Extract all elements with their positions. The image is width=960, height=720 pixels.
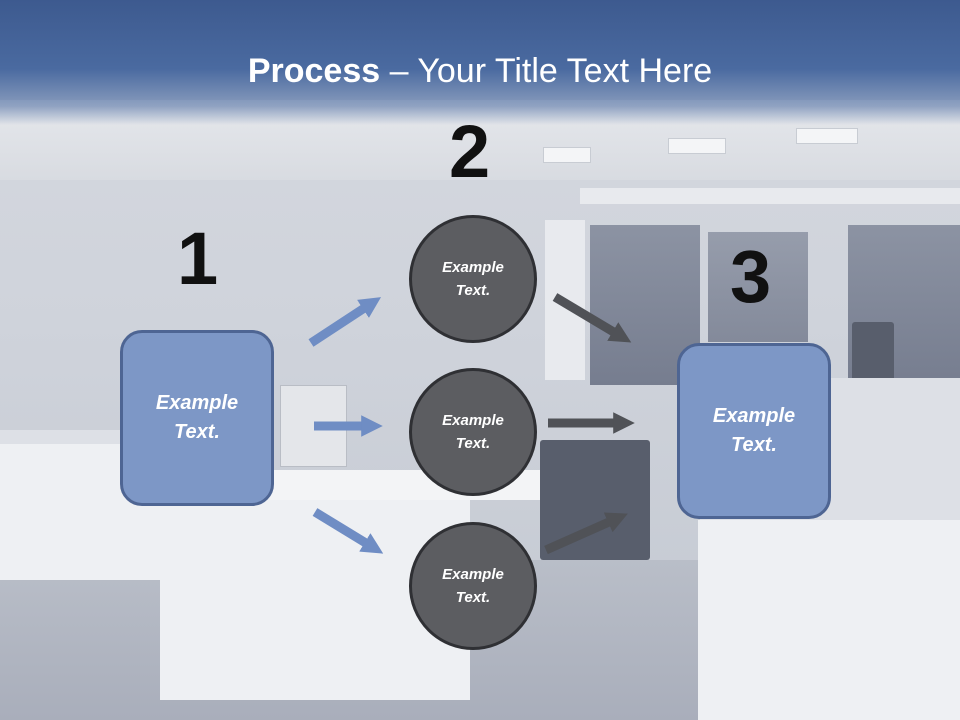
photo-beam [580,188,960,204]
step-2-node-top: Example Text. [409,215,537,343]
arrow-from-node-top [552,293,632,343]
photo-ceiling-light [543,147,591,163]
step-3-text: Example Text. [712,405,796,456]
slide-title: Process – Your Title Text Here [0,52,960,91]
arrow-to-node-top [308,297,382,347]
node-text: Example Text. [442,566,504,606]
step-1-text: Example Text. [155,392,239,443]
step-number-1: 1 [177,217,219,300]
title-rest: – Your Title Text Here [380,52,713,90]
photo-counter-right [698,520,960,720]
step-number-3: 3 [730,235,772,318]
arrow-to-node-bottom [312,508,384,554]
step-3-box: Example Text. [677,343,831,519]
node-text: Example Text. [442,259,504,299]
step-number-2: 2 [449,110,491,193]
node-text: Example Text. [442,412,504,452]
photo-ceiling-light [796,128,858,144]
title-bold: Process [247,52,381,90]
arrow-from-node-bottom [544,512,628,555]
step-2-node-bottom: Example Text. [409,522,537,650]
photo-window [708,232,808,342]
photo-ceiling-light [668,138,726,154]
step-2-node-middle: Example Text. [409,368,537,496]
header-band [0,0,960,125]
step-1-box: Example Text. [120,330,274,506]
